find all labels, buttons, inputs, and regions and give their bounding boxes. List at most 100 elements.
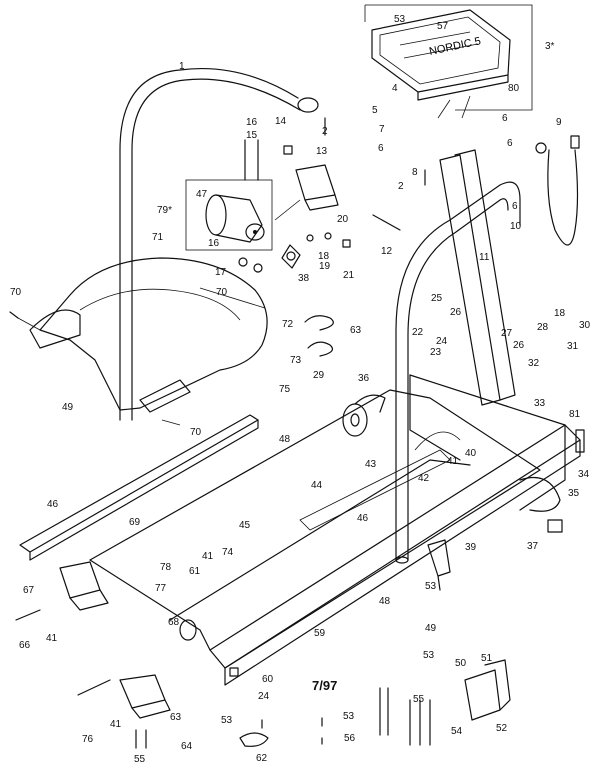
callout-14: 14 xyxy=(275,116,287,127)
callout-81: 81 xyxy=(569,409,581,420)
callout-70: 70 xyxy=(190,427,202,438)
callout-41: 41 xyxy=(110,719,122,730)
callout-69: 69 xyxy=(129,517,141,528)
revision-date: 7/97 xyxy=(312,678,338,693)
callout-40: 40 xyxy=(465,448,477,459)
callout-16: 16 xyxy=(208,238,220,249)
callout-49: 49 xyxy=(62,402,74,413)
callout-26: 26 xyxy=(513,340,525,351)
callout-47: 47 xyxy=(196,189,208,200)
hardware-bolts xyxy=(238,117,580,273)
callout-53: 53 xyxy=(425,581,437,592)
frame-and-deck xyxy=(19,374,581,686)
callout-2: 2 xyxy=(322,126,328,137)
callout-18: 18 xyxy=(554,308,566,319)
callout-77: 77 xyxy=(155,583,167,594)
callout-25: 25 xyxy=(431,293,443,304)
callout-3: 3* xyxy=(545,41,555,52)
callout-49: 49 xyxy=(425,623,437,634)
motor-hood xyxy=(29,257,268,413)
callout-41: 41 xyxy=(447,456,459,467)
handrail xyxy=(119,67,319,421)
callout-71: 71 xyxy=(152,232,164,243)
callout-76: 76 xyxy=(82,734,94,745)
callout-43: 43 xyxy=(365,459,377,470)
callout-32: 32 xyxy=(528,358,540,369)
callout-8: 8 xyxy=(412,167,418,178)
callout-37: 37 xyxy=(527,541,539,552)
callout-66: 66 xyxy=(19,640,31,651)
callout-53: 53 xyxy=(221,715,233,726)
callout-9: 9 xyxy=(556,117,562,128)
callout-74: 74 xyxy=(222,547,234,558)
callout-80: 80 xyxy=(508,83,520,94)
callout-53: 53 xyxy=(343,711,355,722)
callout-6: 6 xyxy=(502,113,508,124)
callout-61: 61 xyxy=(189,566,201,577)
callout-6: 6 xyxy=(512,201,518,212)
callout-52: 52 xyxy=(496,723,508,734)
callout-68: 68 xyxy=(168,617,180,628)
callout-30: 30 xyxy=(579,320,591,331)
callout-53: 53 xyxy=(394,14,406,25)
callout-42: 42 xyxy=(418,473,430,484)
leveler xyxy=(427,539,451,591)
callout-67: 67 xyxy=(23,585,35,596)
callout-22: 22 xyxy=(412,327,424,338)
callout-26: 26 xyxy=(450,307,462,318)
callout-6: 6 xyxy=(507,138,513,149)
callout-35: 35 xyxy=(568,488,580,499)
callout-10: 10 xyxy=(510,221,522,232)
callout-73: 73 xyxy=(290,355,302,366)
hood-screws xyxy=(9,287,266,426)
callout-51: 51 xyxy=(481,653,493,664)
callout-36: 36 xyxy=(358,373,370,384)
callout-53: 53 xyxy=(423,650,435,661)
callout-24: 24 xyxy=(436,336,448,347)
power-cord xyxy=(547,149,579,246)
callout-29: 29 xyxy=(313,370,325,381)
front-roller xyxy=(59,561,109,611)
callout-11: 11 xyxy=(479,252,490,263)
callout-33: 33 xyxy=(534,398,546,409)
callout-70: 70 xyxy=(10,287,22,298)
callout-44: 44 xyxy=(311,480,323,491)
callout-45: 45 xyxy=(239,520,251,531)
upright-and-side-rail xyxy=(395,149,521,564)
callout-12: 12 xyxy=(381,246,393,257)
callout-48: 48 xyxy=(279,434,291,445)
callout-54: 54 xyxy=(451,726,463,737)
callout-13: 13 xyxy=(316,146,328,157)
callout-48: 48 xyxy=(379,596,391,607)
callout-41: 41 xyxy=(46,633,58,644)
callout-62: 62 xyxy=(256,753,268,764)
callout-41: 41 xyxy=(202,551,214,562)
callout-6: 6 xyxy=(378,143,384,154)
callout-59: 59 xyxy=(314,628,326,639)
callout-1: 1 xyxy=(179,61,185,72)
callout-20: 20 xyxy=(337,214,349,225)
callout-78: 78 xyxy=(160,562,172,573)
callout-57: 57 xyxy=(437,21,449,32)
rear-roller xyxy=(179,619,197,641)
callout-5: 5 xyxy=(372,105,378,116)
callout-72: 72 xyxy=(282,319,294,330)
motor-detail-box xyxy=(185,179,273,251)
callout-39: 39 xyxy=(465,542,477,553)
callout-2: 2 xyxy=(398,181,404,192)
callout-17: 17 xyxy=(215,267,227,278)
callout-23: 23 xyxy=(430,347,442,358)
callout-70: 70 xyxy=(216,287,228,298)
cables xyxy=(304,315,334,357)
callout-31: 31 xyxy=(567,341,579,352)
callout-28: 28 xyxy=(537,322,549,333)
callout-16: 16 xyxy=(246,117,258,128)
callout-38: 38 xyxy=(298,273,310,284)
callout-27: 27 xyxy=(501,328,513,339)
callout-4: 4 xyxy=(392,83,398,94)
callout-46: 46 xyxy=(357,513,369,524)
callout-50: 50 xyxy=(455,658,467,669)
motor-bracket xyxy=(274,164,339,221)
callout-64: 64 xyxy=(181,741,193,752)
